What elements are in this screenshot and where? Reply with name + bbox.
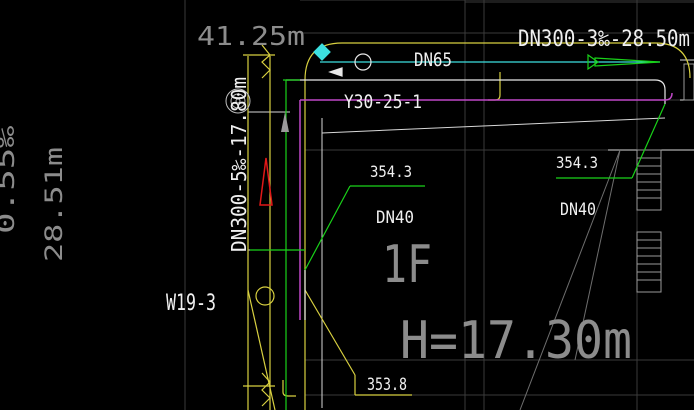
hatch-blocks xyxy=(636,63,694,293)
label-dn65: DN65 xyxy=(414,49,452,71)
flow-arrow-gray-icon xyxy=(281,112,289,132)
label-elev-top: 41.25m xyxy=(197,22,305,52)
pipe-white xyxy=(286,79,666,320)
label-pipe-top-right: DN300-3‰-28.50m xyxy=(518,27,690,52)
label-dim-a: 354.3 xyxy=(370,162,412,181)
label-height: H=17.30m xyxy=(400,311,632,371)
label-elev-left: 28.51m xyxy=(40,147,68,262)
pipe-green xyxy=(250,79,666,410)
manhole-icon xyxy=(225,88,251,114)
label-pipe-vertical: DN300-5‰-17.80m xyxy=(227,77,251,252)
flow-arrow-icon xyxy=(328,67,343,77)
label-dim-c: 353.8 xyxy=(367,375,407,395)
pipe-magenta xyxy=(299,92,673,320)
label-y30: Y30-25-1 xyxy=(344,91,422,113)
label-dim-b: 354.3 xyxy=(556,153,598,172)
label-floor: 1F xyxy=(382,235,432,295)
pipe-cyan xyxy=(313,43,661,77)
slope-arrow-red-icon xyxy=(259,157,273,206)
reducer-icon xyxy=(587,53,600,71)
label-dn40-b: DN40 xyxy=(560,200,596,220)
valve-diamond-icon xyxy=(313,43,331,61)
label-w19: W19-3 xyxy=(166,291,216,316)
label-dn40-a: DN40 xyxy=(376,208,414,228)
diagonal-lines xyxy=(519,149,621,410)
label-elev-left-partial: 0.55‰ xyxy=(0,125,20,234)
